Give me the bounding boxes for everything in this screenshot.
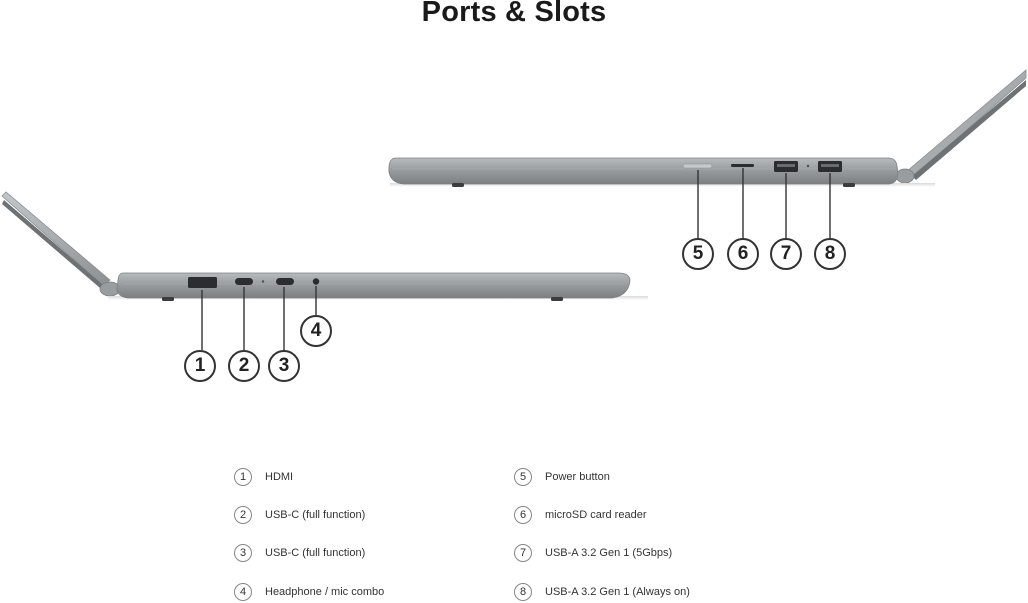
legend-number: 4 <box>234 583 252 601</box>
legend-number: 5 <box>514 468 532 486</box>
legend-item-usbc-1: 2 USB-C (full function) <box>234 505 365 525</box>
power-button <box>682 163 713 169</box>
leader-lines <box>201 168 831 350</box>
callout-3: 3 <box>268 350 300 382</box>
legend-label: HDMI <box>265 471 294 483</box>
legend-item-audio: 4 Headphone / mic combo <box>234 582 384 602</box>
legend-label: microSD card reader <box>545 509 647 521</box>
usbc-port-1 <box>235 278 253 285</box>
legend-label: USB-A 3.2 Gen 1 (5Gbps) <box>545 547 673 559</box>
legend-item-usbc-2: 3 USB-C (full function) <box>234 543 365 563</box>
audio-jack <box>312 278 320 285</box>
legend-label: Power button <box>545 471 610 483</box>
laptop-right-side-view <box>388 69 1027 187</box>
microsd-slot <box>731 164 754 167</box>
callout-8: 8 <box>814 238 846 270</box>
callout-7: 7 <box>770 238 802 270</box>
callout-4: 4 <box>300 315 332 347</box>
legend-number: 6 <box>514 506 532 524</box>
legend-item-usba-2: 8 USB-A 3.2 Gen 1 (Always on) <box>514 582 690 602</box>
callout-1: 1 <box>184 350 216 382</box>
legend-number: 8 <box>514 583 532 601</box>
legend-item-usba-1: 7 USB-A 3.2 Gen 1 (5Gbps) <box>514 543 672 563</box>
callout-2: 2 <box>228 350 260 382</box>
callout-6: 6 <box>727 238 759 270</box>
legend-number: 3 <box>234 544 252 562</box>
laptop-left-side-view <box>1 191 648 301</box>
legend-number: 7 <box>514 544 532 562</box>
legend-label: USB-C (full function) <box>265 547 366 559</box>
legend-label: Headphone / mic combo <box>265 586 385 598</box>
callout-5: 5 <box>682 238 714 270</box>
page-title: Ports & Slots <box>421 0 607 28</box>
legend-label: USB-C (full function) <box>265 509 366 521</box>
legend-item-hdmi: 1 HDMI <box>234 467 293 487</box>
legend-number: 1 <box>234 468 252 486</box>
hdmi-port <box>188 277 217 288</box>
legend-item-power: 5 Power button <box>514 467 610 487</box>
usbc-port-2 <box>276 278 294 285</box>
legend-label: USB-A 3.2 Gen 1 (Always on) <box>545 586 690 598</box>
legend-item-microsd: 6 microSD card reader <box>514 505 646 525</box>
legend-number: 2 <box>234 506 252 524</box>
